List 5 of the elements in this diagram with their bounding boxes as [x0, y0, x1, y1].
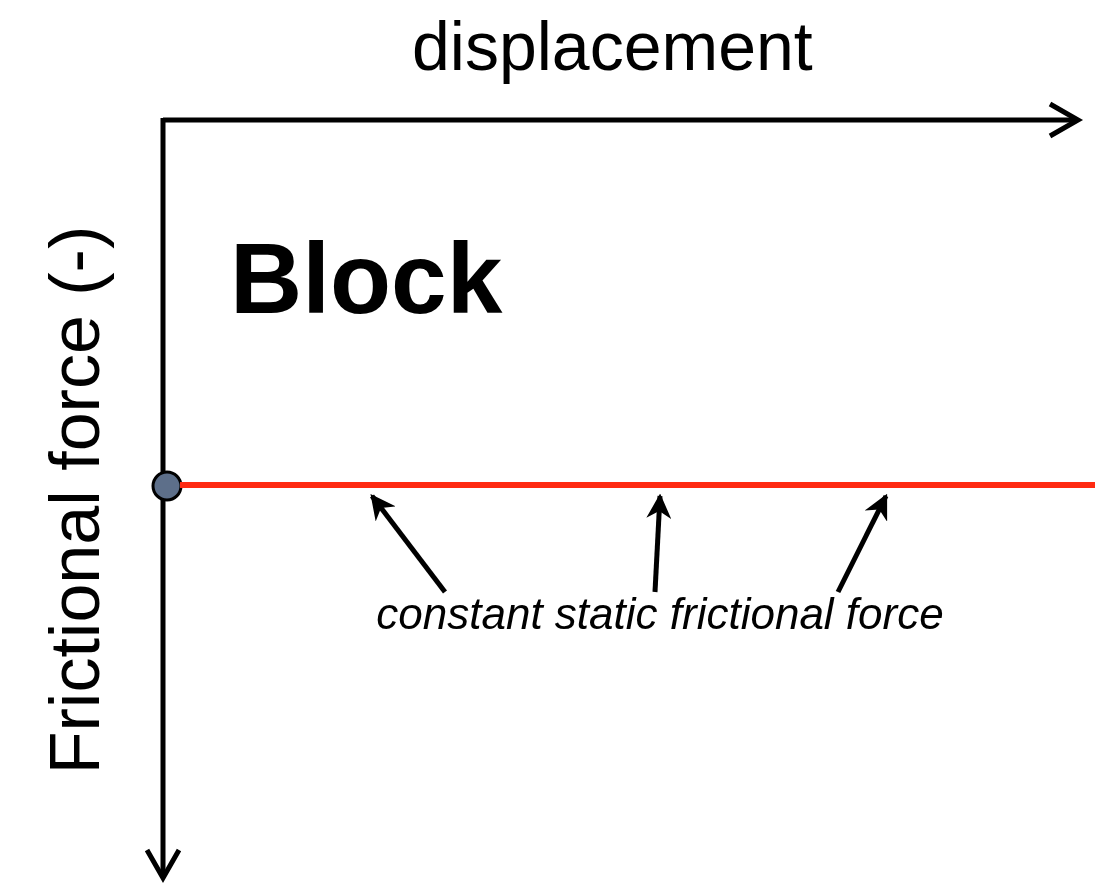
arrow [835, 493, 889, 594]
annotation-text: constant static frictional force [290, 592, 1030, 642]
arrow [370, 494, 447, 594]
arrow [646, 493, 672, 593]
title-label: Block [230, 228, 503, 328]
